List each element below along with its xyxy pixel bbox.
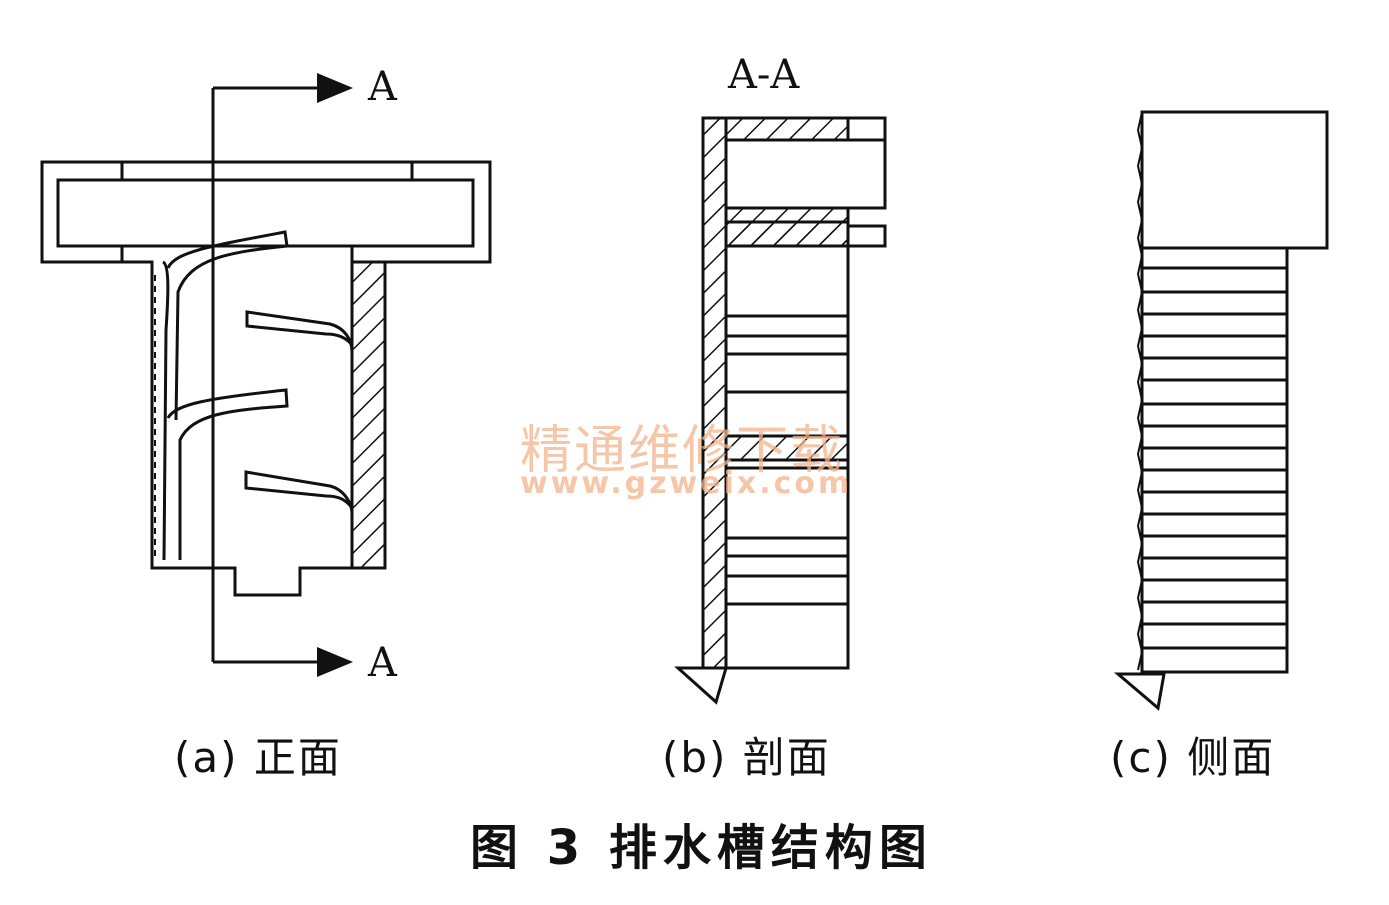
watermark-url: www.gzweix.com bbox=[520, 466, 853, 501]
front-view bbox=[40, 73, 492, 677]
section-view bbox=[674, 116, 887, 705]
panel-label-section: (b) 剖面 bbox=[662, 733, 831, 782]
section-title: A-A bbox=[728, 52, 800, 98]
panel-label-front: (a) 正面 bbox=[174, 733, 342, 782]
section-mark-bottom: A bbox=[368, 640, 397, 686]
figure-caption: 图 3 排水槽结构图 bbox=[470, 820, 933, 876]
section-mark-top: A bbox=[368, 64, 397, 110]
side-view bbox=[1113, 110, 1329, 711]
watermark-text: 精通维修下载 bbox=[520, 421, 845, 481]
panel-label-side: (c) 侧面 bbox=[1110, 733, 1276, 782]
